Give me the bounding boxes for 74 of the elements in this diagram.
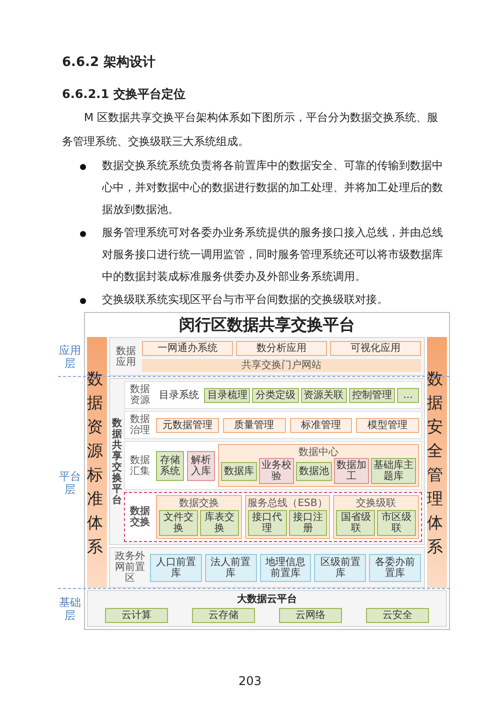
module-box: 目录梳理 (204, 388, 250, 402)
module-box: 基础库主题库 (371, 458, 416, 484)
module-box: 解析入库 (187, 450, 215, 480)
vertical-label: 数据共享交换平台 (112, 418, 122, 506)
platform-frame (84, 312, 450, 630)
module-box: 数据池 (296, 462, 332, 480)
module-box: 数据库 (221, 462, 257, 480)
module-box: 云网络 (279, 608, 342, 623)
layer-band (109, 378, 425, 545)
module-box: 国省级联 (336, 510, 376, 536)
layer-band (109, 547, 425, 588)
group-panel (333, 495, 420, 539)
module-box: 区级前置库 (314, 554, 366, 582)
subsection-heading: 6.6.2.1 交换平台定位 (62, 86, 186, 103)
row-label: 数据汇集 (129, 454, 151, 476)
paragraph: M 区数据共享交换平台架构体系如下图所示，平台分为数据交换系统、服务管理系统、交换级联三大系统组成。 (62, 110, 439, 150)
group-heading: 数据中心 (298, 447, 340, 458)
layer-band (109, 337, 425, 376)
module-box: 云存储 (192, 608, 255, 623)
row-panel (124, 381, 422, 409)
row-label: 政务外网前置区 (114, 551, 146, 584)
module-box: 模型管理 (356, 418, 419, 432)
bullet-text: 服务管理系统可对各委办业务系统提供的服务接口接入总线，并由总线对服务接口进行统一调用监管，同时服务管理系统还可以将市级数据库中的数据封装成标准服务供委办及外部业务系统调用。 (102, 225, 444, 285)
module-box: 云计算 (105, 608, 168, 623)
bullet-text: 交换级联系统实现区平台与市平台间数据的交换级联对接。 (102, 292, 388, 308)
group-heading: 服务总线（ESB） (248, 498, 328, 509)
row-panel (124, 411, 422, 439)
group-panel (218, 444, 419, 487)
row-label: 数据治理 (129, 414, 151, 436)
exchange-panel (124, 492, 422, 542)
bullet-text: 数据交换系统系统负责将各前置库中的数据安全、可靠的传输到数据中心中，并对数据中心的数据进行数据的加工处理、并将加工处理后的数据放到数据池。 (102, 158, 444, 218)
group-panel (156, 495, 242, 539)
module-box: 各委办前置库 (369, 554, 421, 582)
module-box: 一网通办系统 (142, 341, 233, 356)
module-box: 存储系统 (156, 450, 184, 480)
layer-label: 平台层 (58, 470, 82, 496)
row-label: 数据资源 (129, 384, 151, 406)
layer-band (87, 590, 447, 627)
module-label: 目录系统 (156, 388, 202, 402)
module-box: 地理信息前置库 (260, 554, 312, 582)
row-panel (124, 441, 422, 490)
module-box: 文件交换 (159, 510, 198, 536)
portal-bar: 共享交换门户网站 (142, 359, 421, 372)
module-box: 市区级联 (377, 510, 416, 536)
group-heading: 交换级联 (355, 498, 398, 509)
module-box: 人口前置库 (150, 554, 202, 582)
group-heading: 数据交换 (178, 498, 220, 509)
module-box: 数据加工 (334, 458, 370, 484)
module-box: 库表交换 (200, 510, 239, 536)
module-box: 云安全 (366, 608, 429, 623)
module-box: 可视化应用 (330, 341, 421, 356)
module-box: 质量管理 (222, 418, 286, 432)
module-box: 控制管理 (348, 388, 396, 402)
module-box: 法人前置库 (204, 554, 257, 582)
module-box: 数分析应用 (236, 341, 327, 356)
row-label: 数据交换 (128, 506, 151, 528)
module-box: 业务校验 (258, 458, 294, 484)
module-box: 标准管理 (290, 418, 352, 432)
layer-label: 应用层 (58, 344, 82, 370)
row-label: 大数据云平台 (236, 594, 298, 606)
side-bar: 数据资源标准体系 (87, 337, 107, 588)
module-box: 元数据管理 (156, 418, 219, 432)
module-box: 资源关联 (300, 388, 347, 402)
page-number: 203 (238, 673, 262, 690)
module-box: 分类定级 (252, 388, 299, 402)
module-box: ... (397, 388, 420, 402)
module-box: 接口代理 (248, 510, 287, 536)
group-panel (244, 495, 330, 539)
frame-heading: 闵行区数据共享交换平台 (178, 315, 356, 335)
row-label: 数据应用 (115, 346, 137, 368)
section-heading: 6.6.2 架构设计 (62, 54, 157, 72)
layer-label: 基础层 (58, 596, 82, 622)
module-box: 接口注册 (288, 510, 328, 536)
side-bar: 数据安全管理体系 (427, 337, 447, 588)
